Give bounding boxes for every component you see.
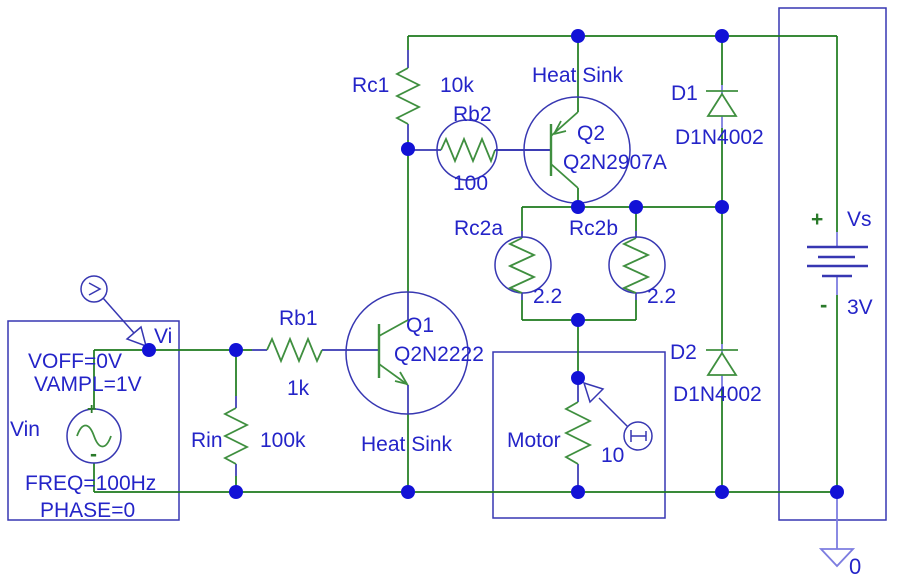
d1-label: D1 [671, 82, 698, 105]
rb2-value: 100 [453, 172, 489, 195]
d2-diode[interactable] [706, 344, 738, 388]
vs-plus-sign: + [811, 208, 824, 231]
vs-battery[interactable] [807, 232, 868, 295]
vin-plus-sign: + [87, 401, 97, 418]
d2-label: D2 [670, 341, 697, 364]
phase-param: PHASE=0 [40, 499, 136, 522]
q1-label: Q1 [406, 314, 435, 337]
vi-node-label: Vi [154, 325, 173, 348]
motor-value: 10 [601, 444, 625, 467]
q1-transistor[interactable] [345, 291, 469, 415]
junction-dots [142, 29, 844, 499]
vs-box [778, 7, 887, 521]
motor-resistor[interactable] [563, 378, 593, 492]
rin-value: 100k [260, 429, 306, 452]
voff-param: VOFF=0V [28, 350, 122, 373]
rc2a-label: Rc2a [454, 217, 504, 240]
vs-label: Vs [847, 208, 872, 231]
rc2b-value: 2.2 [647, 285, 677, 308]
q1-heat-sink: Heat Sink [361, 433, 453, 456]
vin-source[interactable] [66, 408, 122, 464]
rb1-resistor[interactable] [252, 336, 352, 364]
vin-box [7, 320, 180, 521]
vs-minus-sign: - [820, 292, 828, 317]
vs-value: 3V [847, 296, 873, 319]
q2-part: Q2N2907A [563, 151, 667, 174]
current-probe-icon[interactable] [582, 381, 653, 451]
ground-label: 0 [849, 554, 862, 579]
rc2a-value: 2.2 [533, 285, 563, 308]
rb1-value: 1k [287, 377, 310, 400]
rb2-label: Rb2 [453, 103, 492, 126]
d1-part: D1N4002 [675, 126, 764, 149]
d1-diode[interactable] [706, 85, 738, 128]
q2-transistor[interactable] [495, 96, 631, 204]
vin-minus-sign: - [90, 443, 97, 466]
freq-param: FREQ=100Hz [25, 472, 157, 495]
rc2a-resistor[interactable] [494, 231, 552, 300]
voltage-probe-icon[interactable] [80, 275, 148, 348]
q2-label: Q2 [577, 122, 606, 145]
motor-label: Motor [507, 429, 561, 452]
rb1-label: Rb1 [279, 307, 318, 330]
vin-label: Vin [10, 418, 40, 441]
motor-box [492, 351, 666, 519]
rin-resistor[interactable] [222, 396, 250, 476]
q1-part: Q2N2222 [394, 343, 484, 366]
rc2b-label: Rc2b [569, 217, 619, 240]
vampl-param: VAMPL=1V [34, 373, 142, 396]
rc1-label: Rc1 [352, 74, 390, 97]
q2-heat-sink: Heat Sink [532, 64, 624, 87]
rc1-value: 10k [440, 74, 474, 97]
rin-label: Rin [191, 429, 223, 452]
d2-part: D1N4002 [673, 383, 762, 406]
rc1-resistor[interactable] [394, 50, 422, 140]
ground-symbol[interactable] [818, 492, 856, 568]
rc2b-resistor[interactable] [608, 231, 666, 300]
